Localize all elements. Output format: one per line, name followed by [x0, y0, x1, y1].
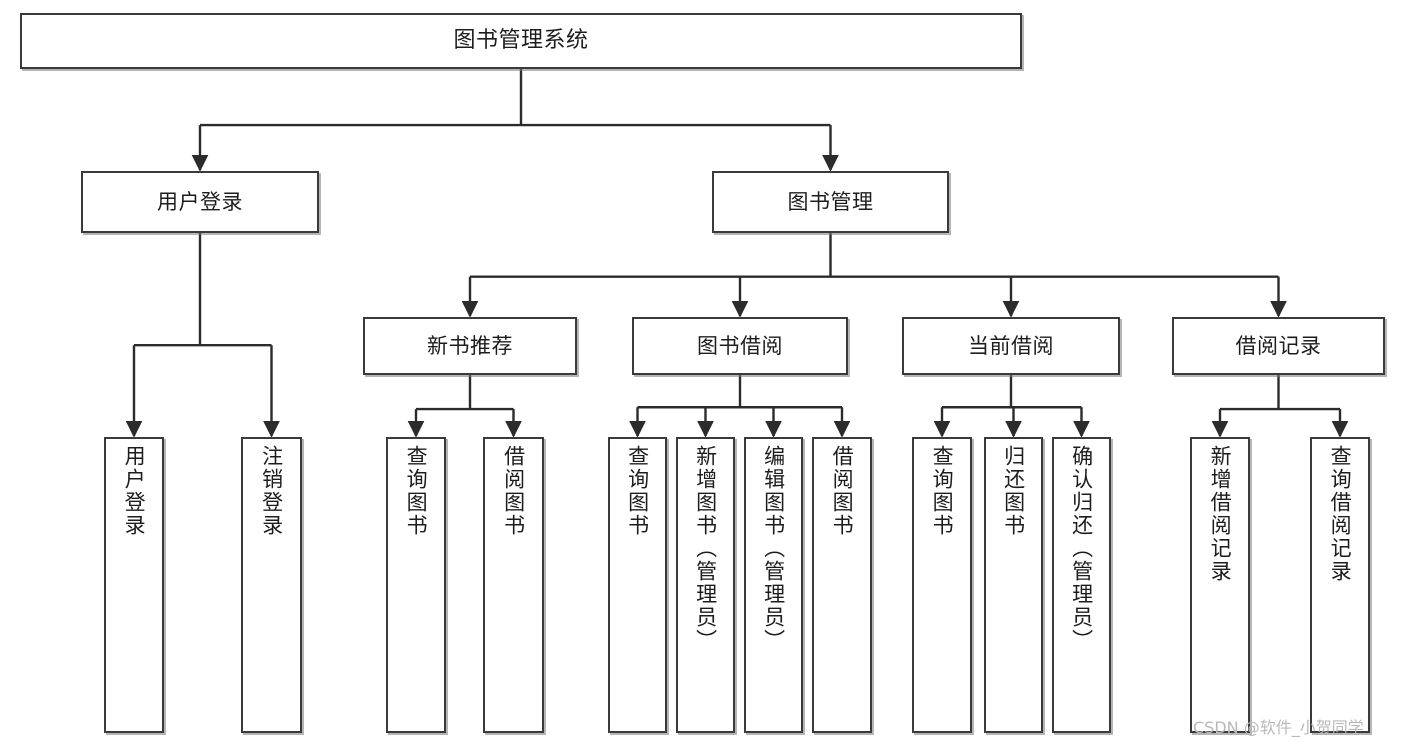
node-label: 注销登录	[259, 445, 284, 537]
node-label: 新增图书（管理员）	[693, 445, 718, 652]
node-label: 图书借阅	[697, 333, 783, 358]
node-label: 确认归还（管理员）	[1069, 445, 1094, 652]
node-borrow_record: 借阅记录	[1172, 317, 1385, 375]
node-label: 用户登录	[157, 189, 243, 214]
node-label: 新书推荐	[427, 333, 513, 358]
node-label: 借阅记录	[1235, 333, 1322, 358]
node-leaf_add_record: 新增借阅记录	[1190, 437, 1250, 733]
node-label: 查询图书	[930, 445, 955, 537]
node-leaf_query_book_1: 查询图书	[386, 437, 446, 733]
node-label: 查询图书	[625, 445, 650, 537]
node-leaf_query_record: 查询借阅记录	[1310, 437, 1370, 733]
node-leaf_return_book: 归还图书	[984, 437, 1043, 733]
node-label: 用户登录	[122, 445, 147, 537]
node-leaf_confirm_return: 确认归还（管理员）	[1052, 437, 1111, 733]
node-leaf_edit_book: 编辑图书（管理员）	[744, 437, 803, 733]
node-label: 归还图书	[1001, 445, 1026, 537]
node-leaf_user_login: 用户登录	[104, 437, 164, 733]
node-label: 借阅图书	[830, 445, 855, 537]
node-label: 查询借阅记录	[1328, 445, 1353, 583]
node-root: 图书管理系统	[20, 13, 1022, 69]
node-leaf_borrow_book_2: 借阅图书	[812, 437, 872, 733]
node-leaf_user_logout: 注销登录	[241, 437, 302, 733]
node-new_book_rec: 新书推荐	[363, 317, 577, 375]
node-label: 图书管理	[787, 189, 874, 214]
node-user_login: 用户登录	[81, 171, 319, 233]
node-book_borrow: 图书借阅	[632, 317, 848, 375]
node-label: 查询图书	[404, 445, 429, 537]
node-current_borrow: 当前借阅	[902, 317, 1120, 375]
node-label: 图书管理系统	[453, 28, 589, 54]
node-label: 当前借阅	[968, 333, 1054, 358]
node-label: 新增借阅记录	[1208, 445, 1233, 583]
node-label: 编辑图书（管理员）	[761, 445, 786, 652]
csdn-watermark: CSDN @软件_小贺同学	[1193, 718, 1364, 737]
node-leaf_borrow_book_1: 借阅图书	[483, 437, 544, 733]
node-leaf_query_book_2: 查询图书	[608, 437, 667, 733]
node-leaf_add_book: 新增图书（管理员）	[676, 437, 735, 733]
node-leaf_query_book_3: 查询图书	[912, 437, 972, 733]
node-book_mgmt: 图书管理	[712, 171, 949, 233]
node-label: 借阅图书	[501, 445, 526, 537]
